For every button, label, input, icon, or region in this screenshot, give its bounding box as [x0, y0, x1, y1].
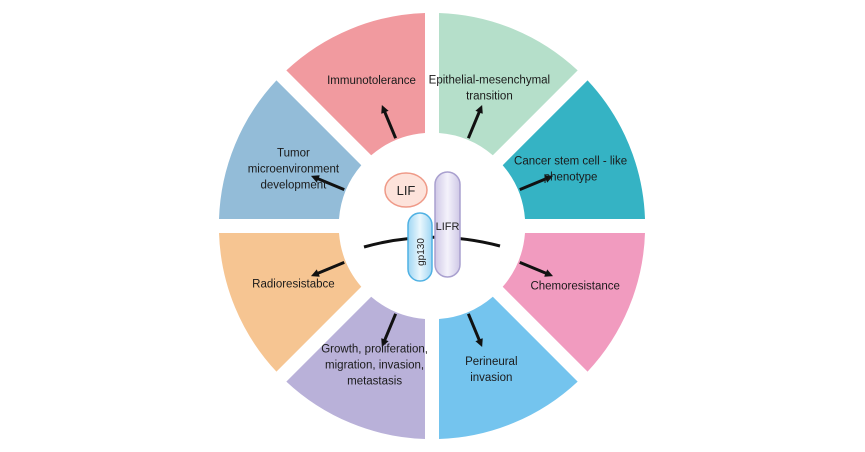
- sector-chemo: [502, 233, 645, 372]
- arrow-to-emt: [466, 104, 483, 139]
- arrow-to-tme: [310, 175, 345, 192]
- gp130-receptor: [407, 212, 433, 282]
- sector-label-line: metastasis: [347, 376, 402, 388]
- sector-label-emt: Epithelial-mesenchymal transition: [429, 74, 550, 102]
- sector-label-line: Chemoresistance: [530, 280, 619, 292]
- sector-radio: [219, 233, 362, 372]
- sector-label-growth: Growth, proliferation, migration, invasio…: [321, 344, 428, 388]
- sector-label-line: development: [260, 180, 327, 192]
- sector-label-perineural: Perineural invasion: [465, 356, 517, 384]
- sector-label-radio: Radioresistabce: [252, 278, 334, 290]
- sector-label-line: Growth, proliferation,: [321, 344, 428, 356]
- sector-label-line: Tumor: [277, 148, 310, 160]
- arrow-to-radio: [310, 260, 345, 277]
- lif-label: LIF: [397, 183, 416, 198]
- arrow-to-perineural: [466, 313, 483, 348]
- sector-growth: [286, 296, 425, 439]
- lif-ligand: [384, 172, 428, 208]
- gp130-label: gp130: [416, 238, 427, 266]
- sector-label-line: Cancer stem cell - like: [514, 156, 627, 168]
- sector-label-line: Immunotolerance: [327, 75, 416, 87]
- sector-label-line: phenotype: [544, 172, 598, 184]
- arrow-to-growth: [381, 313, 398, 348]
- arrow-to-chemo: [519, 260, 554, 277]
- lifr-receptor: [434, 171, 461, 278]
- sector-label-line: transition: [466, 90, 513, 102]
- lifr-label: LIFR: [436, 221, 460, 233]
- sector-label-chemo: Chemoresistance: [530, 280, 619, 292]
- sector-label-tme: Tumor microenvironment development: [248, 148, 340, 192]
- arrow-to-immuno: [381, 104, 398, 139]
- sector-label-line: Radioresistabce: [252, 278, 334, 290]
- sector-tme: [219, 80, 362, 220]
- sector-label-line: migration, invasion,: [325, 360, 424, 372]
- sector-perineural: [439, 296, 578, 439]
- sector-label-line: Perineural: [465, 356, 517, 368]
- sector-label-csc: Cancer stem cell - like phenotype: [514, 156, 627, 184]
- sector-immuno: [286, 13, 425, 156]
- sector-label-line: microenvironment: [248, 164, 340, 176]
- sector-label-line: Epithelial-mesenchymal: [429, 74, 550, 86]
- sector-csc: [502, 80, 645, 220]
- sector-label-immuno: Immunotolerance: [327, 75, 416, 87]
- sector-label-line: invasion: [470, 372, 512, 384]
- sector-emt: [439, 13, 578, 156]
- arrow-to-csc: [519, 175, 554, 192]
